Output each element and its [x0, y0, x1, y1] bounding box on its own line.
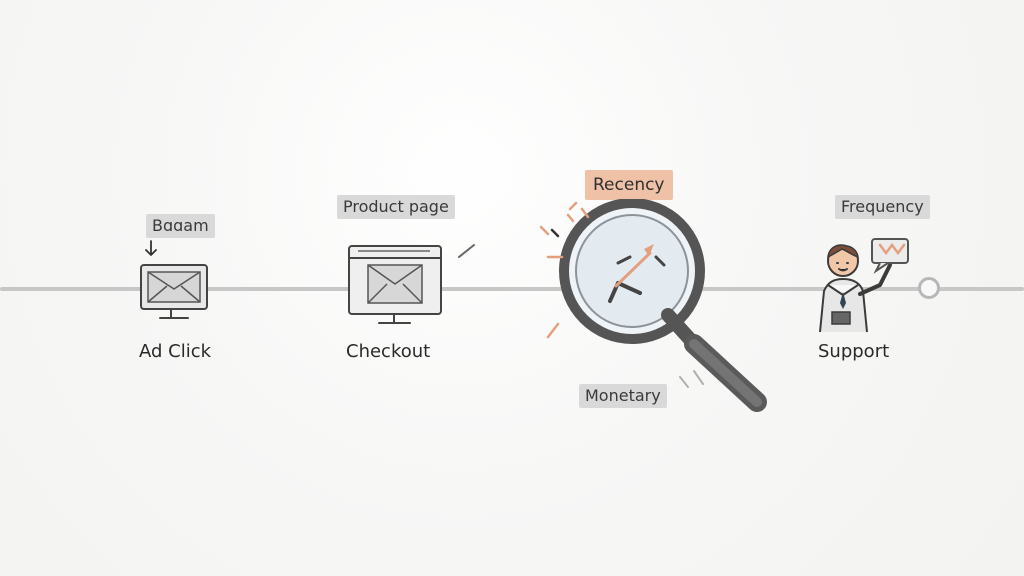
magnifying-glass-icon	[539, 199, 767, 412]
timeline-line	[0, 287, 1024, 291]
frequency-tag: Frequency	[835, 195, 930, 219]
bayam-tag: Bɑɑam	[146, 214, 215, 238]
motion-line-icon	[458, 244, 475, 258]
checkout-label: Checkout	[346, 341, 431, 362]
monetary-tag: Monetary	[579, 384, 667, 408]
browser-email-monitor-icon	[348, 245, 442, 324]
product-page-tag: Product page	[337, 195, 455, 219]
timeline-end-circle	[918, 277, 940, 299]
support-agent-icon	[819, 238, 909, 333]
down-arrow-icon	[145, 240, 157, 256]
support-label: Support	[818, 341, 890, 362]
ad-click-label: Ad Click	[139, 341, 212, 362]
recency-tag: Recency	[585, 170, 673, 200]
email-monitor-icon	[140, 264, 208, 319]
